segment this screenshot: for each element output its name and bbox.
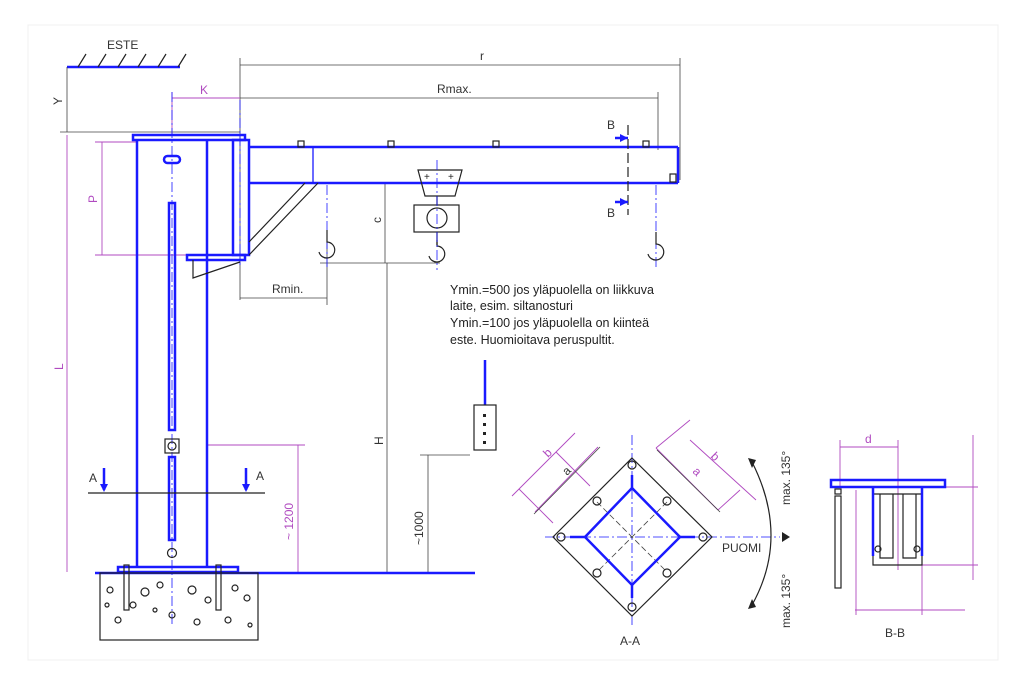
section-bb-view [829,435,978,615]
height-p-label: P [86,195,100,203]
height-h-label: H [372,436,386,445]
max-angle-top-label: max. 135° [779,451,793,505]
drawing-frame [27,24,999,661]
reach-min-label: Rmin. [272,282,303,296]
pendant-control [473,360,497,451]
svg-text:+: + [448,172,454,183]
section-bb-label: B-B [885,626,905,640]
section-a-right-label: A [256,469,264,483]
section-a-left-label: A [89,471,97,485]
reach-max-label: Rmax. [437,82,472,96]
boom-direction-label: PUOMI [722,541,761,555]
offset-k-label: K [200,83,208,97]
dim-d-label: d [865,432,872,446]
note-line: Ymin.=100 jos yläpuolella on kiinteä [450,316,649,330]
svg-text:+: + [424,172,430,183]
section-b-bottom-label: B [607,206,615,220]
note-line: laite, esim. siltanosturi [450,299,573,313]
section-a-marks [88,468,265,494]
obstacle-hatch [67,53,187,69]
section-b-marks [615,125,629,215]
hooks [318,185,665,270]
clearance-y-label: Y [51,97,65,105]
boom [185,138,680,279]
column [116,92,247,625]
max-angle-bottom-label: max. 135° [779,574,793,628]
height-l-label: L [52,363,66,370]
clearance-note: Ymin.=500 jos yläpuolella on liikkuva la… [450,283,654,347]
approx-1200-label: ~ 1200 [282,503,296,540]
note-line: este. Huomioitava peruspultit. [450,333,615,347]
obstacle-label: ESTE [107,38,138,52]
section-aa-label: A-A [620,634,640,648]
reach-r-label: r [480,49,484,63]
section-b-top-label: B [607,118,615,132]
trolley: + + [413,160,463,270]
approx-1000-label: ~1000 [412,511,426,545]
note-line: Ymin.=500 jos yläpuolella on liikkuva [450,283,654,297]
foundation [95,564,475,641]
section-aa-view [511,419,790,625]
height-c-label: c [370,217,384,223]
